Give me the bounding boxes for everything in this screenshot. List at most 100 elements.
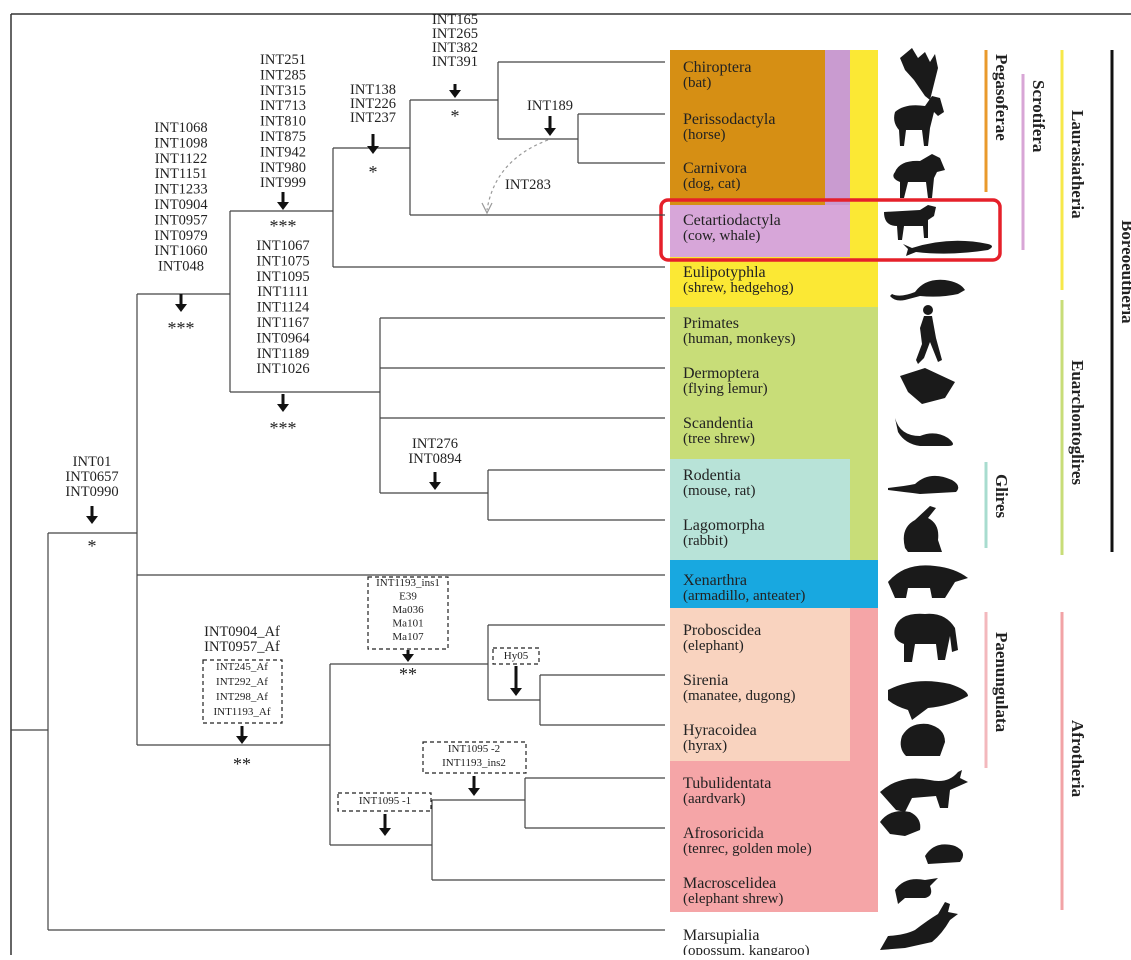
insertion-label: INT1095 -2	[448, 743, 500, 755]
insertion-label: Ma101	[392, 618, 423, 630]
insertion-dashed-box	[337, 792, 432, 812]
arrow-down-icon	[468, 788, 480, 796]
insertion-label: INT391	[432, 54, 478, 70]
order-color-blocks	[670, 50, 878, 912]
block-eulipotyphla	[670, 257, 878, 307]
insertion-label: INT0979	[154, 228, 207, 244]
cow-icon	[884, 205, 936, 240]
insertion-label: INT1068	[154, 120, 207, 136]
insertion-label: INT165	[432, 12, 478, 28]
block-afroinsectiphilia	[670, 761, 878, 912]
insertion-label: INT1067	[256, 238, 309, 254]
taxon-name: Sirenia	[683, 672, 728, 689]
insertion-label: INT1193_ins2	[442, 757, 506, 769]
block-euarchontoglires-edge	[850, 459, 878, 560]
insertion-label: INT189	[527, 98, 573, 114]
insertion-label: INT1233	[154, 182, 207, 198]
insertion-dashed-box	[422, 741, 527, 774]
insertion-label: INT0657	[65, 469, 118, 485]
human-icon	[916, 305, 942, 364]
hyrax-icon	[900, 723, 945, 756]
taxon-common-name: (opossum, kangaroo)	[683, 943, 810, 955]
scrotifera-label: Scrotifera	[1029, 80, 1048, 153]
animal-silhouettes	[880, 48, 992, 950]
insertion-label: Hy05	[504, 650, 529, 662]
taxon-common-name: (manatee, dugong)	[683, 688, 795, 704]
insertion-label: INT0957_Af	[204, 639, 280, 655]
block-paenungulata	[670, 608, 850, 761]
support-asterisks: ***	[270, 418, 297, 438]
taxon-common-name: (elephant)	[683, 638, 744, 654]
taxon-name: Lagomorpha	[683, 517, 765, 534]
manatee-icon	[888, 681, 968, 720]
euarchontoglires-label: Euarchontoglires	[1068, 360, 1087, 485]
insertion-label: INT315	[260, 83, 306, 99]
taxon-common-name: (tree shrew)	[683, 431, 755, 447]
insertion-label: INT942	[260, 144, 306, 160]
taxon-name: Scandentia	[683, 415, 753, 432]
insertion-label: INT980	[260, 160, 306, 176]
bat-icon	[900, 48, 938, 100]
tree-shrew-icon	[895, 418, 953, 446]
armadillo-icon	[888, 565, 968, 598]
taxon-common-name: (bat)	[683, 75, 711, 91]
insertion-label: INT713	[260, 98, 306, 114]
taxon-common-name: (armadillo, anteater)	[683, 588, 805, 604]
support-asterisks: ***	[168, 318, 195, 338]
taxon-name: Carnivora	[683, 160, 747, 177]
insertion-label: INT999	[260, 175, 306, 191]
insertion-label: INT251	[260, 52, 306, 68]
insertion-label: INT382	[432, 40, 478, 56]
taxon-common-name: (mouse, rat)	[683, 483, 755, 499]
taxon-common-name: (dog, cat)	[683, 176, 740, 192]
taxon-common-name: (shrew, hedgehog)	[683, 280, 794, 296]
shrew-icon	[890, 279, 965, 301]
insertion-dashed-box	[202, 659, 283, 724]
insertion-label: E39	[399, 591, 417, 603]
taxon-name: Marsupialia	[683, 927, 759, 944]
taxa-labels: Chiroptera(bat)Perissodactyla(horse)Carn…	[683, 59, 812, 959]
insertion-label: INT1124	[257, 300, 310, 316]
arrow-down-icon	[429, 482, 441, 490]
int283-dashed-arrow: INT283	[481, 139, 551, 215]
pegasoferae-label: Pegasoferae	[992, 54, 1011, 141]
paenungulata-label: Paenungulata	[992, 632, 1011, 733]
taxon-common-name: (tenrec, golden mole)	[683, 841, 812, 857]
taxon-name: Hyracoidea	[683, 722, 757, 739]
arrow-down-icon	[277, 202, 289, 210]
insertion-label: INT276	[412, 436, 458, 452]
insertion-label: INT237	[350, 110, 396, 126]
insertion-group-euarchontoglires: INT1067INT1075INT1095INT1111INT1124INT11…	[256, 238, 310, 438]
taxon-name: Rodentia	[683, 467, 741, 484]
arrow-down-icon	[544, 128, 556, 136]
insertion-label: INT1111	[257, 284, 309, 300]
insertion-dashed-box	[492, 647, 540, 665]
insertion-label: INT226	[350, 96, 396, 112]
block-laurasiatheria	[850, 50, 878, 257]
taxon-common-name: (aardvark)	[683, 791, 745, 807]
insertion-dashed-box	[367, 576, 449, 650]
mouse-icon	[888, 475, 959, 494]
tree-branches	[11, 61, 665, 931]
flying-lemur-icon	[900, 368, 955, 404]
support-asterisks: *	[88, 536, 97, 556]
taxon-name: Primates	[683, 315, 739, 332]
arrow-down-icon	[86, 516, 98, 524]
insertion-label: INT1095 -1	[359, 795, 411, 807]
insertion-label: INT875	[260, 129, 306, 145]
kangaroo-icon	[880, 902, 958, 950]
dog-icon	[893, 154, 945, 198]
taxon-common-name: (cow, whale)	[683, 228, 760, 244]
insertion-label: INT298_Af	[216, 691, 268, 703]
taxon-name: Afrosoricida	[683, 825, 764, 842]
taxon-common-name: (hyrax)	[683, 738, 727, 754]
arrow-down-icon	[510, 688, 522, 696]
insertion-group-afroinsectiphilia-boxed: INT1095 -2 INT1193_ins2	[422, 741, 527, 796]
tenrec-icon	[880, 811, 964, 864]
insertion-label: INT810	[260, 114, 306, 130]
arrow-down-icon	[175, 304, 187, 312]
block-pegasoferae	[670, 50, 825, 205]
